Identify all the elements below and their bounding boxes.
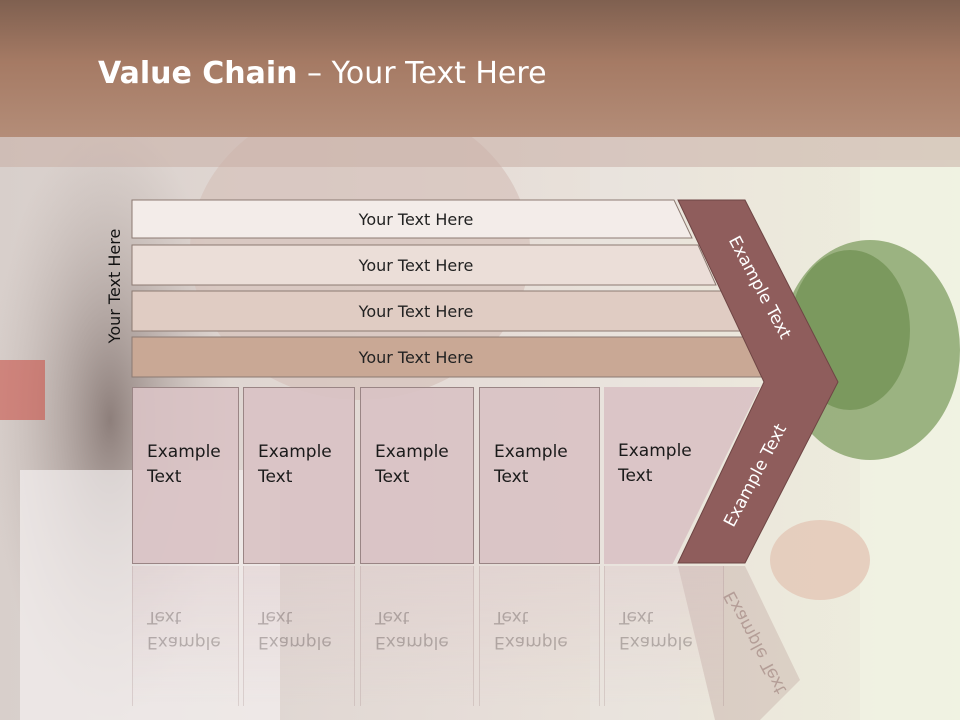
arrow-reflection: [678, 566, 800, 720]
slide-title: Value Chain – Your Text Here: [98, 52, 547, 96]
example-box-3-line2: Text: [375, 467, 410, 487]
slide-title-bold: Value Chain: [98, 56, 298, 91]
example-box-5-line1: Example: [618, 441, 692, 461]
row-label-2: Your Text Here: [358, 256, 474, 275]
example-box-4-line2: Text: [494, 467, 529, 487]
header-bar: [0, 0, 960, 137]
row-label-4: Your Text Here: [358, 348, 474, 367]
example-box-1-line1: Example: [147, 442, 221, 462]
example-box-2-line2: Text: [258, 467, 293, 487]
example-box-1-line2: Text: [147, 467, 182, 487]
example-box-2-line1: Example: [258, 442, 332, 462]
slide-title-rest: – Your Text Here: [297, 56, 547, 91]
example-box-3-line1: Example: [375, 442, 449, 462]
row-label-1: Your Text Here: [358, 210, 474, 229]
row-label-3: Your Text Here: [358, 302, 474, 321]
row-band-1: [131, 199, 693, 239]
header-strip: [0, 137, 960, 167]
row-band-2: [131, 244, 717, 286]
example-box-4-line1: Example: [494, 442, 568, 462]
chevron-arrow: [677, 199, 839, 564]
example-box-5-line2: Text: [618, 466, 653, 486]
